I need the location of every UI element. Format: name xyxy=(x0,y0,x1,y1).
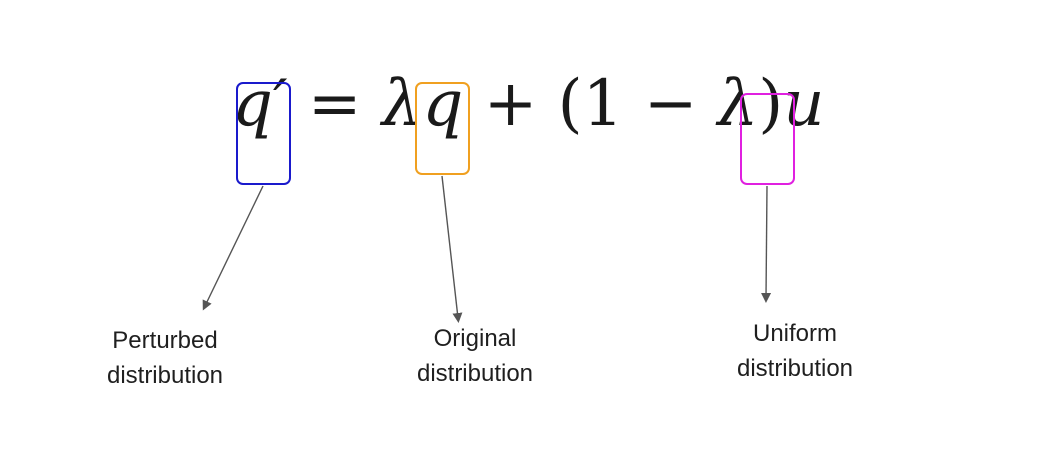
highlight-box-perturbed xyxy=(236,82,291,185)
label-original-line2: distribution xyxy=(416,360,534,387)
arrow-original xyxy=(441,175,463,323)
term-lambda-2: λ xyxy=(717,67,759,141)
arrow-uniform xyxy=(761,185,772,303)
highlight-box-uniform xyxy=(740,93,795,185)
label-uniform-distribution: Uniform distribution xyxy=(720,316,870,386)
label-perturbed-line2: distribution xyxy=(106,362,224,389)
label-uniform-line2: distribution xyxy=(736,355,854,382)
close-paren: ) xyxy=(758,67,784,141)
label-perturbed-distribution: Perturbed distribution xyxy=(90,323,240,393)
label-perturbed-line1: Perturbed xyxy=(112,327,218,354)
arrow-perturbed xyxy=(202,185,264,311)
term-u: u xyxy=(783,67,825,141)
highlight-box-original xyxy=(415,82,470,175)
label-original-distribution: Original distribution xyxy=(400,321,550,391)
label-original-line1: Original xyxy=(433,325,517,352)
plus-one-minus: + (1 − xyxy=(463,67,718,141)
label-uniform-line1: Uniform xyxy=(752,320,837,347)
equals-sign: = xyxy=(287,67,382,141)
